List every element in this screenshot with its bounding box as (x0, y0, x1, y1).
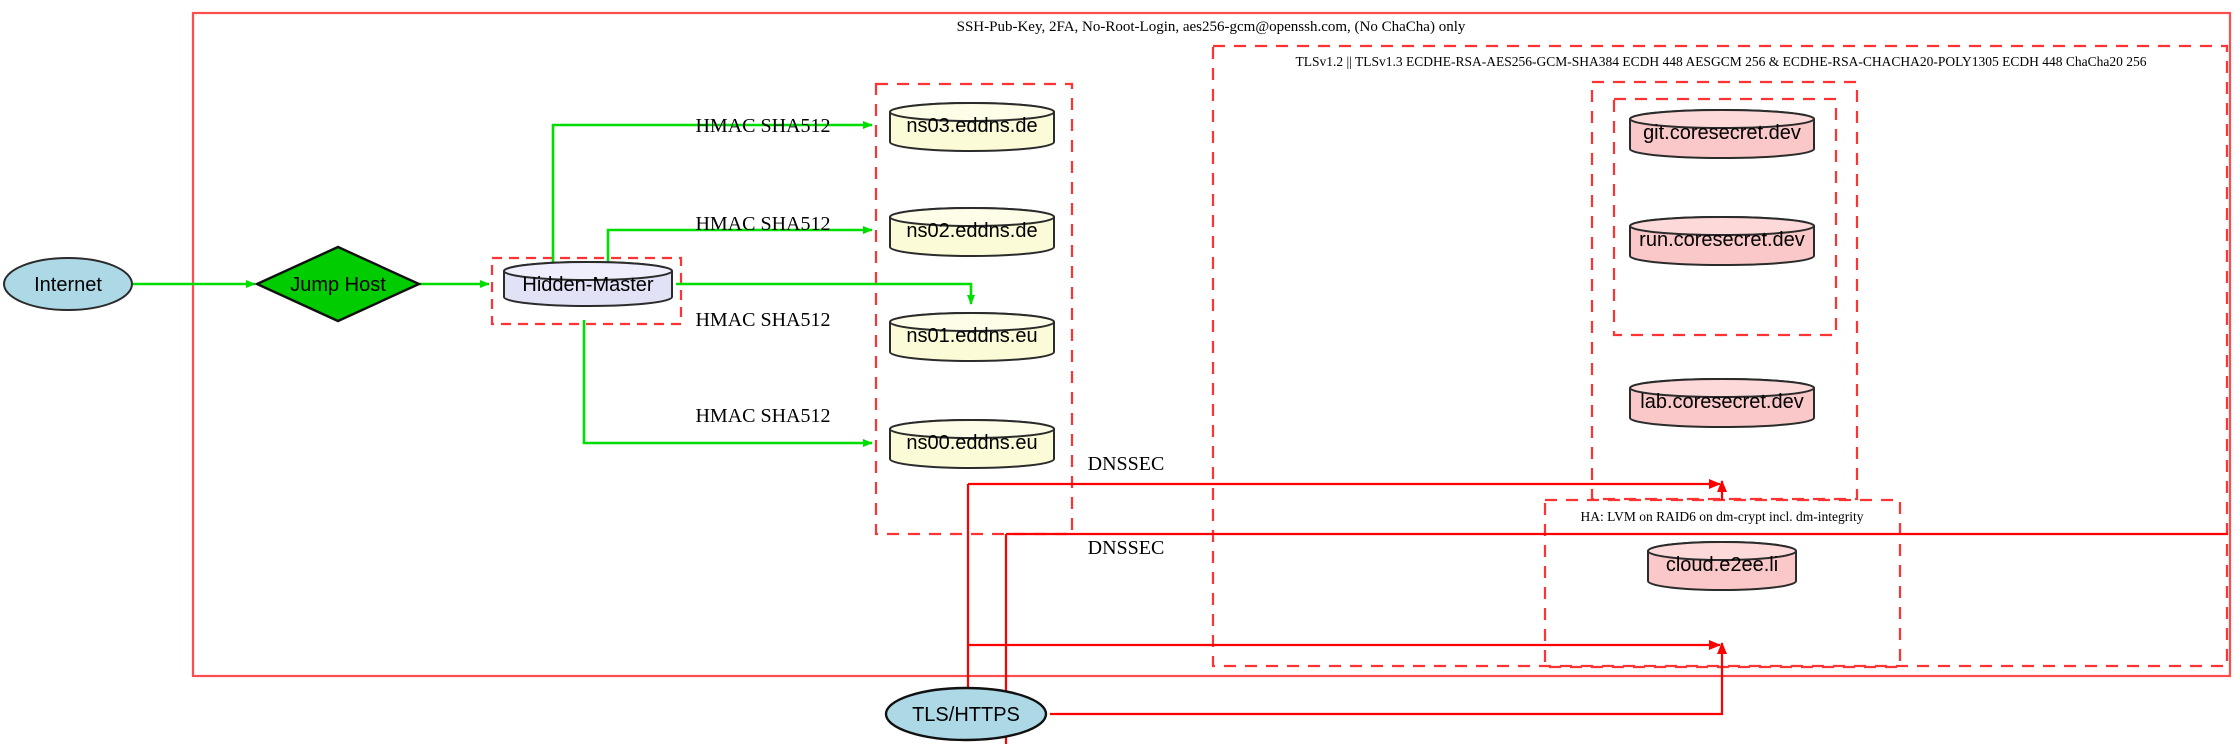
node-ns01-label: ns01.eddns.eu (906, 325, 1037, 347)
ha-policy-label: HA: LVM on RAID6 on dm-crypt incl. dm-in… (1581, 509, 1864, 524)
node-run-coresecret[interactable]: run.coresecret.dev (1629, 216, 1815, 266)
node-tls-https[interactable]: TLS/HTTPS (884, 686, 1048, 742)
edge-label-hmac-ns01: HMAC SHA512 (695, 309, 830, 331)
edge-label-hmac-ns03: HMAC SHA512 (695, 115, 830, 137)
node-jump-host[interactable]: Jump Host (254, 245, 422, 323)
node-lab-coresecret-label: lab.coresecret.dev (1640, 391, 1803, 413)
tls-boundary-box (1211, 44, 2229, 668)
node-ns03[interactable]: ns03.eddns.de (889, 102, 1055, 152)
edge-hiddenmaster-ns01 (676, 282, 975, 305)
node-tls-https-label: TLS/HTTPS (912, 704, 1020, 726)
edge-hiddenmaster-ns03 (551, 121, 873, 262)
node-cloud-e2ee-label: cloud.e2ee.li (1666, 554, 1778, 576)
node-ns01[interactable]: ns01.eddns.eu (889, 312, 1055, 362)
node-cloud-e2ee[interactable]: cloud.e2ee.li (1647, 541, 1797, 591)
dns-cluster-box (874, 82, 1074, 536)
edge-label-hmac-ns00: HMAC SHA512 (695, 405, 830, 427)
node-ns00[interactable]: ns00.eddns.eu (889, 419, 1055, 469)
ssh-policy-label: SSH-Pub-Key, 2FA, No-Root-Login, aes256-… (957, 19, 1466, 35)
node-internet-label: Internet (34, 274, 102, 296)
node-run-coresecret-label: run.coresecret.dev (1639, 229, 1805, 251)
node-internet[interactable]: Internet (3, 257, 133, 311)
node-lab-coresecret[interactable]: lab.coresecret.dev (1629, 378, 1815, 428)
node-git-coresecret-label: git.coresecret.dev (1643, 122, 1801, 144)
edge-hiddenmaster-ns00 (582, 320, 873, 447)
node-ns00-label: ns00.eddns.eu (906, 432, 1037, 454)
coresecret-inner-box (1612, 97, 1838, 337)
edge-hiddenmaster-ns02 (606, 226, 873, 262)
node-ns03-label: ns03.eddns.de (906, 115, 1037, 137)
node-jump-host-label: Jump Host (290, 274, 386, 296)
edge-label-dnssec-lower: DNSSEC (1088, 537, 1165, 559)
node-hidden-master-label: Hidden-Master (522, 274, 654, 296)
coresecret-outer-box (1590, 80, 1859, 501)
edge-tlshttps-right (1050, 668, 1724, 716)
edge-label-dnssec-upper: DNSSEC (1088, 453, 1165, 475)
node-ns02[interactable]: ns02.eddns.de (889, 207, 1055, 257)
node-git-coresecret[interactable]: git.coresecret.dev (1629, 109, 1815, 159)
tls-policy-label: TLSv1.2 || TLSv1.3 ECDHE-RSA-AES256-GCM-… (1296, 54, 2147, 69)
hidden-master-cluster-box (490, 256, 683, 326)
ssh-boundary-box (191, 11, 2232, 678)
node-ns02-label: ns02.eddns.de (906, 220, 1037, 242)
edge-label-hmac-ns02: HMAC SHA512 (695, 213, 830, 235)
node-hidden-master[interactable]: Hidden-Master (503, 261, 673, 307)
